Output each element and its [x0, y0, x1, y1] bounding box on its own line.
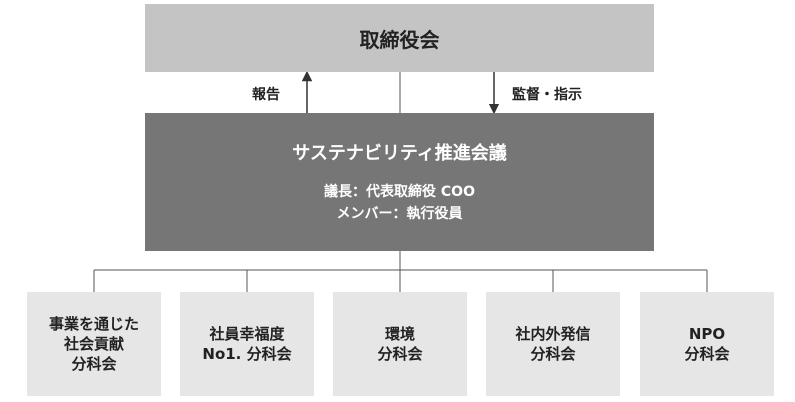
- council-members: メンバー：執行役員: [336, 206, 463, 222]
- subcommittee-label-line: NPO: [688, 325, 726, 343]
- board-title: 取締役会: [359, 27, 440, 52]
- sustainability-council-box: サステナビリティ推進会議 議長：代表取締役 COO メンバー：執行役員: [145, 113, 654, 251]
- council-title: サステナビリティ推進会議: [292, 143, 507, 164]
- subcommittee-label-line: 分科会: [530, 345, 576, 363]
- subcommittee-employee-happiness: 社員幸福度 No1. 分科会: [180, 292, 314, 396]
- supervise-label: 監督・指示: [512, 87, 582, 103]
- subcommittee-label-line: No1. 分科会: [202, 345, 292, 363]
- subcommittee-label-line: 社員幸福度: [209, 325, 285, 343]
- subcommittee-label-line: 分科会: [684, 345, 730, 363]
- council-chair: 議長：代表取締役 COO: [324, 184, 475, 200]
- subcommittee-environment: 環境 分科会: [333, 292, 467, 396]
- subcommittee-label-line: 社内外発信: [515, 325, 591, 343]
- board-of-directors-box: 取締役会: [145, 4, 654, 72]
- subcommittee-social-contribution: 事業を通じた 社会貢献 分科会: [27, 292, 161, 396]
- subcommittee-label-line: 事業を通じた: [48, 315, 139, 333]
- subcommittee-label-line: 分科会: [71, 355, 117, 373]
- subcommittee-npo: NPO 分科会: [640, 292, 774, 396]
- report-label: 報告: [252, 87, 280, 103]
- subcommittee-label-line: 環境: [384, 325, 415, 343]
- subcommittee-label-line: 分科会: [377, 345, 423, 363]
- subcommittee-label-line: 社会貢献: [63, 335, 124, 353]
- subcommittee-communication: 社内外発信 分科会: [486, 292, 620, 396]
